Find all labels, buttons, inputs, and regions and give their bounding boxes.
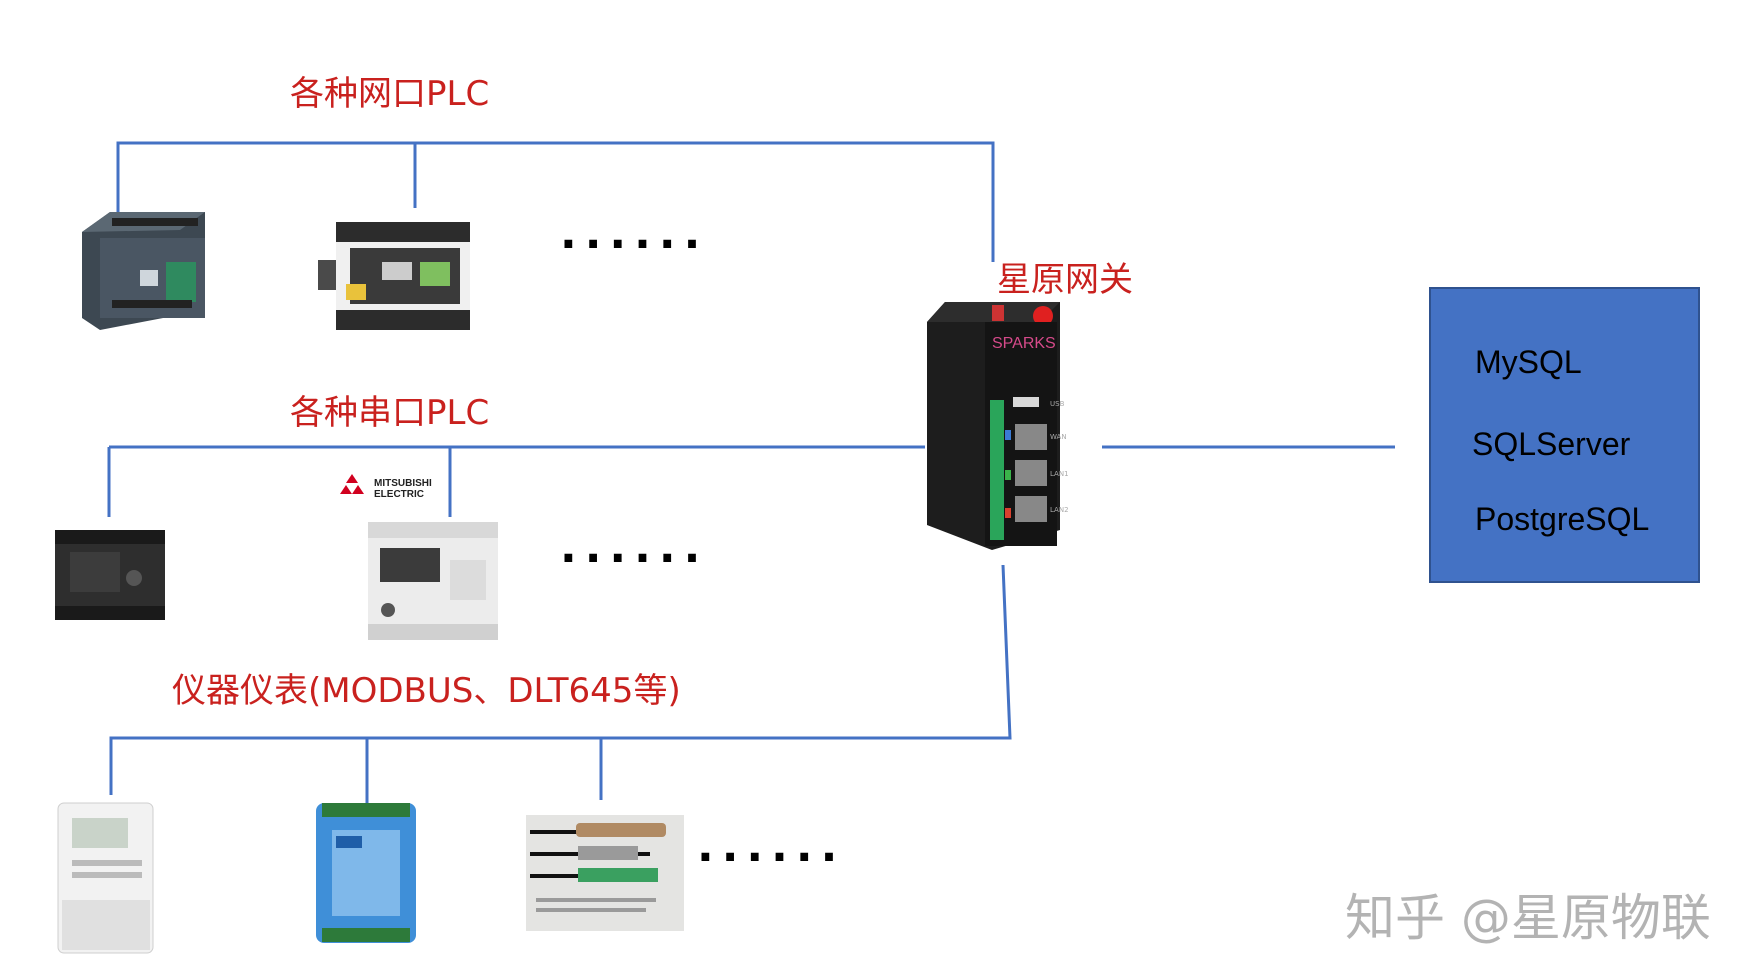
ethernet-bus-line bbox=[116, 141, 995, 262]
gateway-label: 星原网关 bbox=[997, 260, 1133, 300]
gateway-brand: SPARKS bbox=[992, 335, 1056, 352]
instruments-label: 仪器仪表(MODBUS、DLT645等) bbox=[172, 671, 681, 711]
database-sqlserver: SQLServer bbox=[1472, 426, 1631, 462]
plc-device-2 bbox=[318, 222, 470, 330]
gateway-port-usb: USB bbox=[1050, 400, 1065, 408]
plc-device-4 bbox=[340, 474, 498, 640]
gateway-port-lan2: LAN2 bbox=[1050, 506, 1069, 514]
gateway-port-lan1: LAN1 bbox=[1050, 470, 1069, 478]
mitsubishi-brand-line2: ELECTRIC bbox=[374, 489, 424, 500]
serial-plc-ellipsis: ...... bbox=[560, 522, 709, 573]
gateway-device bbox=[927, 302, 1060, 550]
database-mysql: MySQL bbox=[1475, 344, 1582, 380]
sensor-probe-device bbox=[526, 815, 684, 931]
ethernet-plc-ellipsis: ...... bbox=[560, 208, 709, 259]
instrument-bus-line bbox=[109, 564, 1012, 795]
instruments-ellipsis: ...... bbox=[697, 821, 846, 872]
watermark: 知乎 @星原物联 bbox=[1345, 889, 1711, 947]
serial-plc-label: 各种串口PLC bbox=[290, 393, 490, 433]
energy-meter-device bbox=[57, 802, 154, 954]
io-module-device bbox=[316, 803, 416, 943]
connection-lines bbox=[107, 141, 1395, 803]
database-box: MySQL SQLServer PostgreSQL bbox=[1429, 287, 1700, 583]
ethernet-plc-label: 各种网口PLC bbox=[290, 74, 490, 114]
plc-device-3 bbox=[55, 530, 165, 620]
mitsubishi-brand-line1: MITSUBISHI bbox=[374, 478, 432, 489]
database-postgresql: PostgreSQL bbox=[1475, 501, 1650, 537]
gateway-port-wan: WAN bbox=[1050, 433, 1067, 441]
plc-device-1 bbox=[82, 212, 205, 330]
